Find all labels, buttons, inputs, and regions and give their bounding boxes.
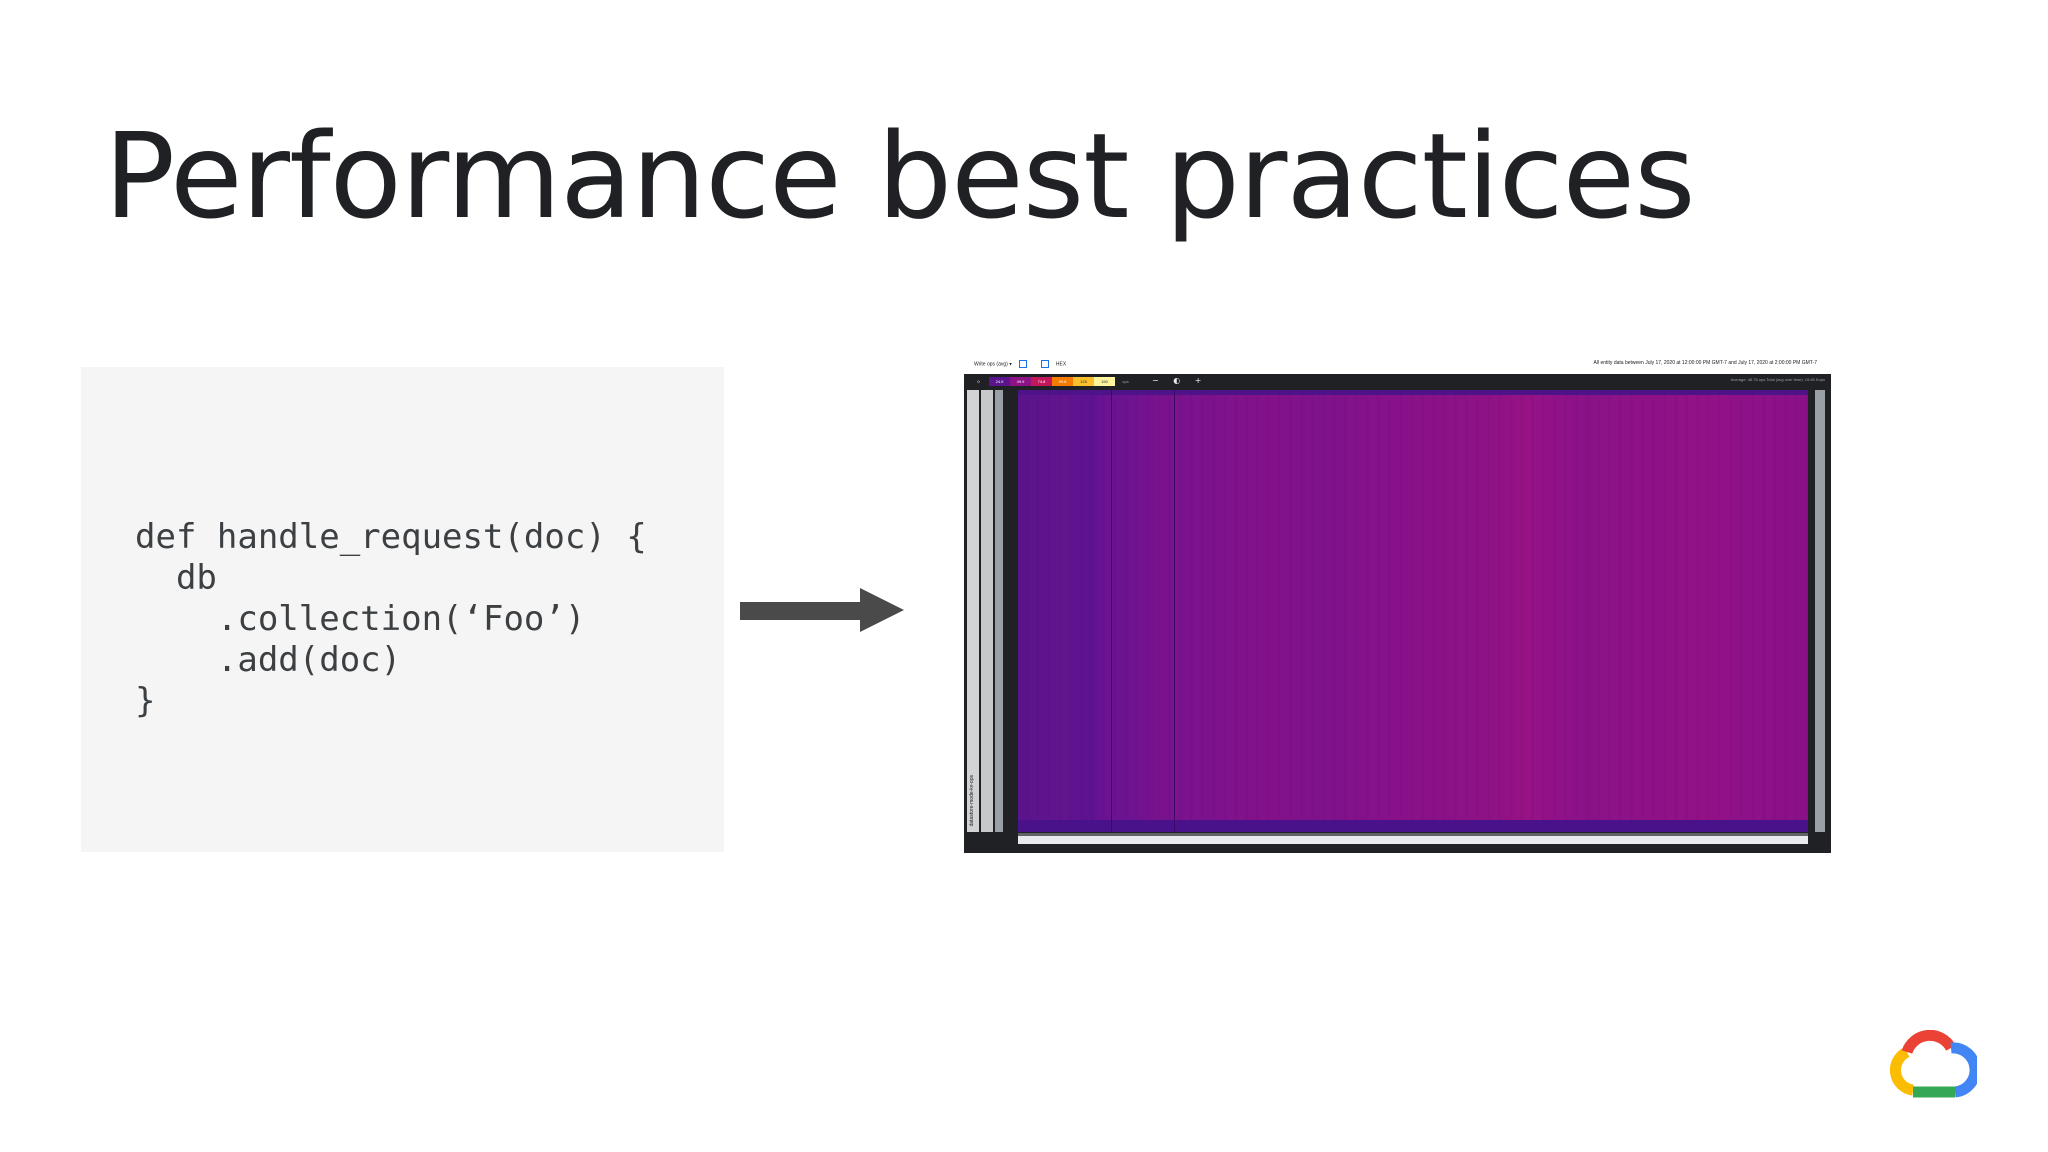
hex-toggle[interactable]: HEX (1055, 361, 1067, 368)
code-line: db (135, 558, 217, 598)
crop-icon[interactable] (1019, 360, 1028, 368)
brightness-controls[interactable]: − ◐ + (1152, 376, 1208, 385)
legend-swatch: 74.8 (1031, 377, 1052, 386)
code-line: def handle_request(doc) { (135, 517, 647, 557)
metric-select[interactable]: Write ops (avg) ▾ (974, 361, 1012, 368)
slide-title: Performance best practices (104, 107, 1696, 245)
key-visualizer-heatmap[interactable]: Write ops (avg) ▾ HEX All entity data be… (964, 355, 1831, 853)
time-axis[interactable] (1018, 836, 1808, 844)
code-line: } (135, 681, 156, 721)
legend-swatch: 99.8 (1052, 377, 1073, 386)
key-axis-scrollbar[interactable] (995, 390, 1003, 832)
google-cloud-logo-icon (1889, 1030, 1977, 1098)
key-axis-secondary (981, 390, 993, 832)
legend-swatch: 150 (1094, 377, 1115, 386)
fullscreen-icon[interactable] (1040, 360, 1049, 368)
heatmap-divider (1174, 390, 1175, 832)
heatmap-scrollbar[interactable] (1815, 390, 1825, 832)
heatmap-stats: Average: 48.76 ops Total (avg over time)… (1730, 377, 1825, 382)
heatmap-toolbar: Write ops (avg) ▾ HEX All entity data be… (964, 355, 1831, 371)
code-block: def handle_request(doc) { db .collection… (135, 517, 647, 722)
time-range-label: All entity data between July 17, 2020 at… (1593, 360, 1817, 366)
heatmap-top-band (1018, 390, 1808, 395)
right-arrow-icon (740, 588, 904, 632)
key-axis[interactable]: datastore-mode-kv-ops (967, 390, 979, 832)
code-panel: def handle_request(doc) { db .collection… (81, 367, 724, 852)
heatmap-divider (1111, 390, 1112, 832)
heatmap-cells[interactable] (1018, 390, 1808, 832)
legend-swatch: 0 (968, 377, 989, 386)
legend-unit: ops (1122, 379, 1129, 384)
code-line: .collection(‘Foo’) (135, 599, 586, 639)
legend-swatch: 24.9 (989, 377, 1010, 386)
code-line: .add(doc) (135, 640, 402, 680)
legend-swatch: 49.9 (1010, 377, 1031, 386)
time-series-line (1018, 833, 1808, 836)
color-legend: 0 24.9 49.9 74.8 99.8 125 150 ops (968, 377, 1136, 386)
heatmap-panel: 0 24.9 49.9 74.8 99.8 125 150 ops − ◐ + … (964, 374, 1831, 853)
key-axis-label: datastore-mode-kv-ops (969, 774, 975, 826)
legend-swatch: 125 (1073, 377, 1094, 386)
